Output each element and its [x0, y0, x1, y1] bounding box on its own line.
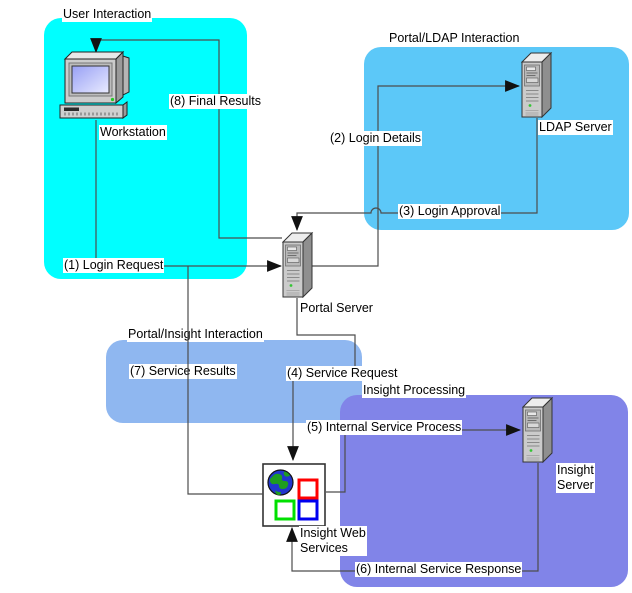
- floppy-slot: [64, 107, 79, 111]
- web-services-icon: [262, 463, 326, 527]
- insight-server-icon: [522, 397, 554, 463]
- edge-label-login-details: (2) Login Details: [329, 131, 423, 146]
- edge-label-service-results: (7) Service Results: [129, 364, 237, 379]
- workstation-icon: [59, 50, 130, 119]
- edge-8-final-results-line: [90, 38, 282, 239]
- node-label-portal-server: Portal Server: [299, 301, 374, 316]
- edge-label-internal-service-process: (5) Internal Service Process: [306, 420, 463, 435]
- region-label-insight-processing: Insight Processing: [362, 383, 467, 398]
- portal-server-icon: [282, 232, 314, 298]
- edge-label-login-request: (1) Login Request: [63, 258, 165, 273]
- monitor-screen: [71, 65, 110, 94]
- ldap-server-icon: [521, 52, 553, 118]
- node-label-workstation: Workstation: [99, 125, 167, 140]
- edge-label-final-results: (8) Final Results: [169, 94, 262, 109]
- blue-square: [297, 499, 319, 521]
- region-label-portal-insight-interaction: Portal/Insight Interaction: [127, 327, 264, 342]
- server-led: [529, 449, 533, 452]
- edge-3-login-approval-line: [291, 118, 538, 232]
- red-square: [297, 478, 319, 500]
- keyboard-keys: [64, 112, 118, 116]
- edge-label-service-request: (4) Service Request: [286, 366, 399, 381]
- globe-icon: [267, 469, 294, 496]
- green-square: [274, 499, 296, 521]
- region-label-portal-ldap-interaction: Portal/LDAP Interaction: [388, 31, 521, 46]
- node-label-insight-web-services: Insight Web Services: [299, 526, 367, 556]
- edge-label-internal-service-response: (6) Internal Service Response: [355, 562, 523, 577]
- edge-2-login-details-line: [312, 80, 521, 267]
- edge-4-service-request-line: [287, 298, 356, 462]
- server-led: [528, 104, 532, 107]
- edge-7-service-results-line: [187, 266, 263, 495]
- node-label-ldap-server: LDAP Server: [538, 120, 613, 135]
- server-led: [289, 284, 293, 287]
- node-label-insight-server: Insight Server: [556, 463, 595, 493]
- region-label-user-interaction: User Interaction: [62, 7, 153, 22]
- power-led: [110, 97, 115, 102]
- edge-label-login-approval: (3) Login Approval: [398, 204, 502, 219]
- portal-insight-interaction-region: [106, 340, 362, 423]
